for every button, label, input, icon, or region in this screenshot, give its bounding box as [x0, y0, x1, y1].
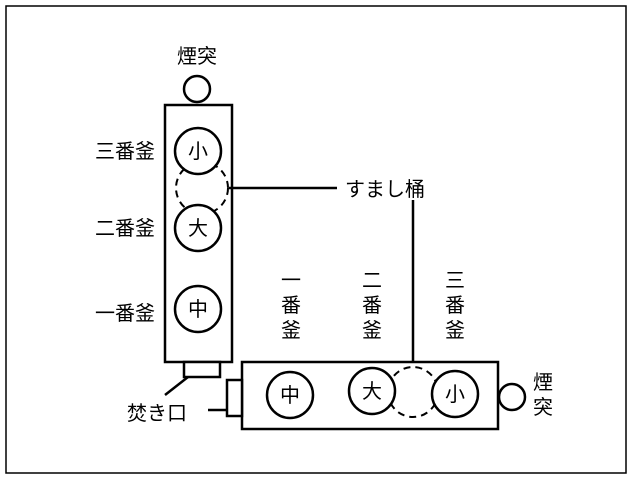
column-label-pot3: 三番釜: [445, 268, 465, 342]
pot-medium-vertical: [173, 284, 223, 334]
pot3-label-vertical: 三番釜: [95, 139, 155, 163]
pot-large-vertical-label: 大: [188, 216, 208, 240]
firing-port-horizontal: [225, 378, 244, 418]
pot-medium-horizontal: [265, 370, 315, 420]
sumashi-oke-label: すまし桶: [345, 177, 425, 201]
chimney-label-horizontal: 煙突: [533, 370, 553, 419]
pot-small-horizontal: [430, 369, 480, 419]
pot-small-vertical: [173, 126, 223, 176]
pot-small-vertical-label: 小: [188, 139, 208, 163]
outer-frame: [5, 5, 627, 474]
firing-port-leader-1: [164, 376, 189, 396]
pot1-label-vertical: 一番釜: [95, 301, 155, 325]
chimney-label-vertical: 煙突: [177, 44, 217, 68]
chimney-horizontal: [497, 382, 527, 412]
pot-large-horizontal: [347, 366, 397, 416]
pot-medium-horizontal-label: 中: [280, 383, 300, 407]
pot-large-horizontal-label: 大: [362, 379, 382, 403]
firing-port-label: 焚き口: [127, 401, 187, 425]
pot-medium-vertical-label: 中: [188, 297, 208, 321]
column-label-pot2: 二番釜: [362, 268, 382, 342]
column-label-pot1: 一番釜: [281, 268, 301, 342]
pot-large-vertical: [173, 203, 223, 253]
chimney-vertical: [182, 74, 212, 104]
firing-port-vertical: [182, 360, 222, 379]
pot2-label-vertical: 二番釜: [95, 216, 155, 240]
pot-small-horizontal-label: 小: [445, 382, 465, 406]
